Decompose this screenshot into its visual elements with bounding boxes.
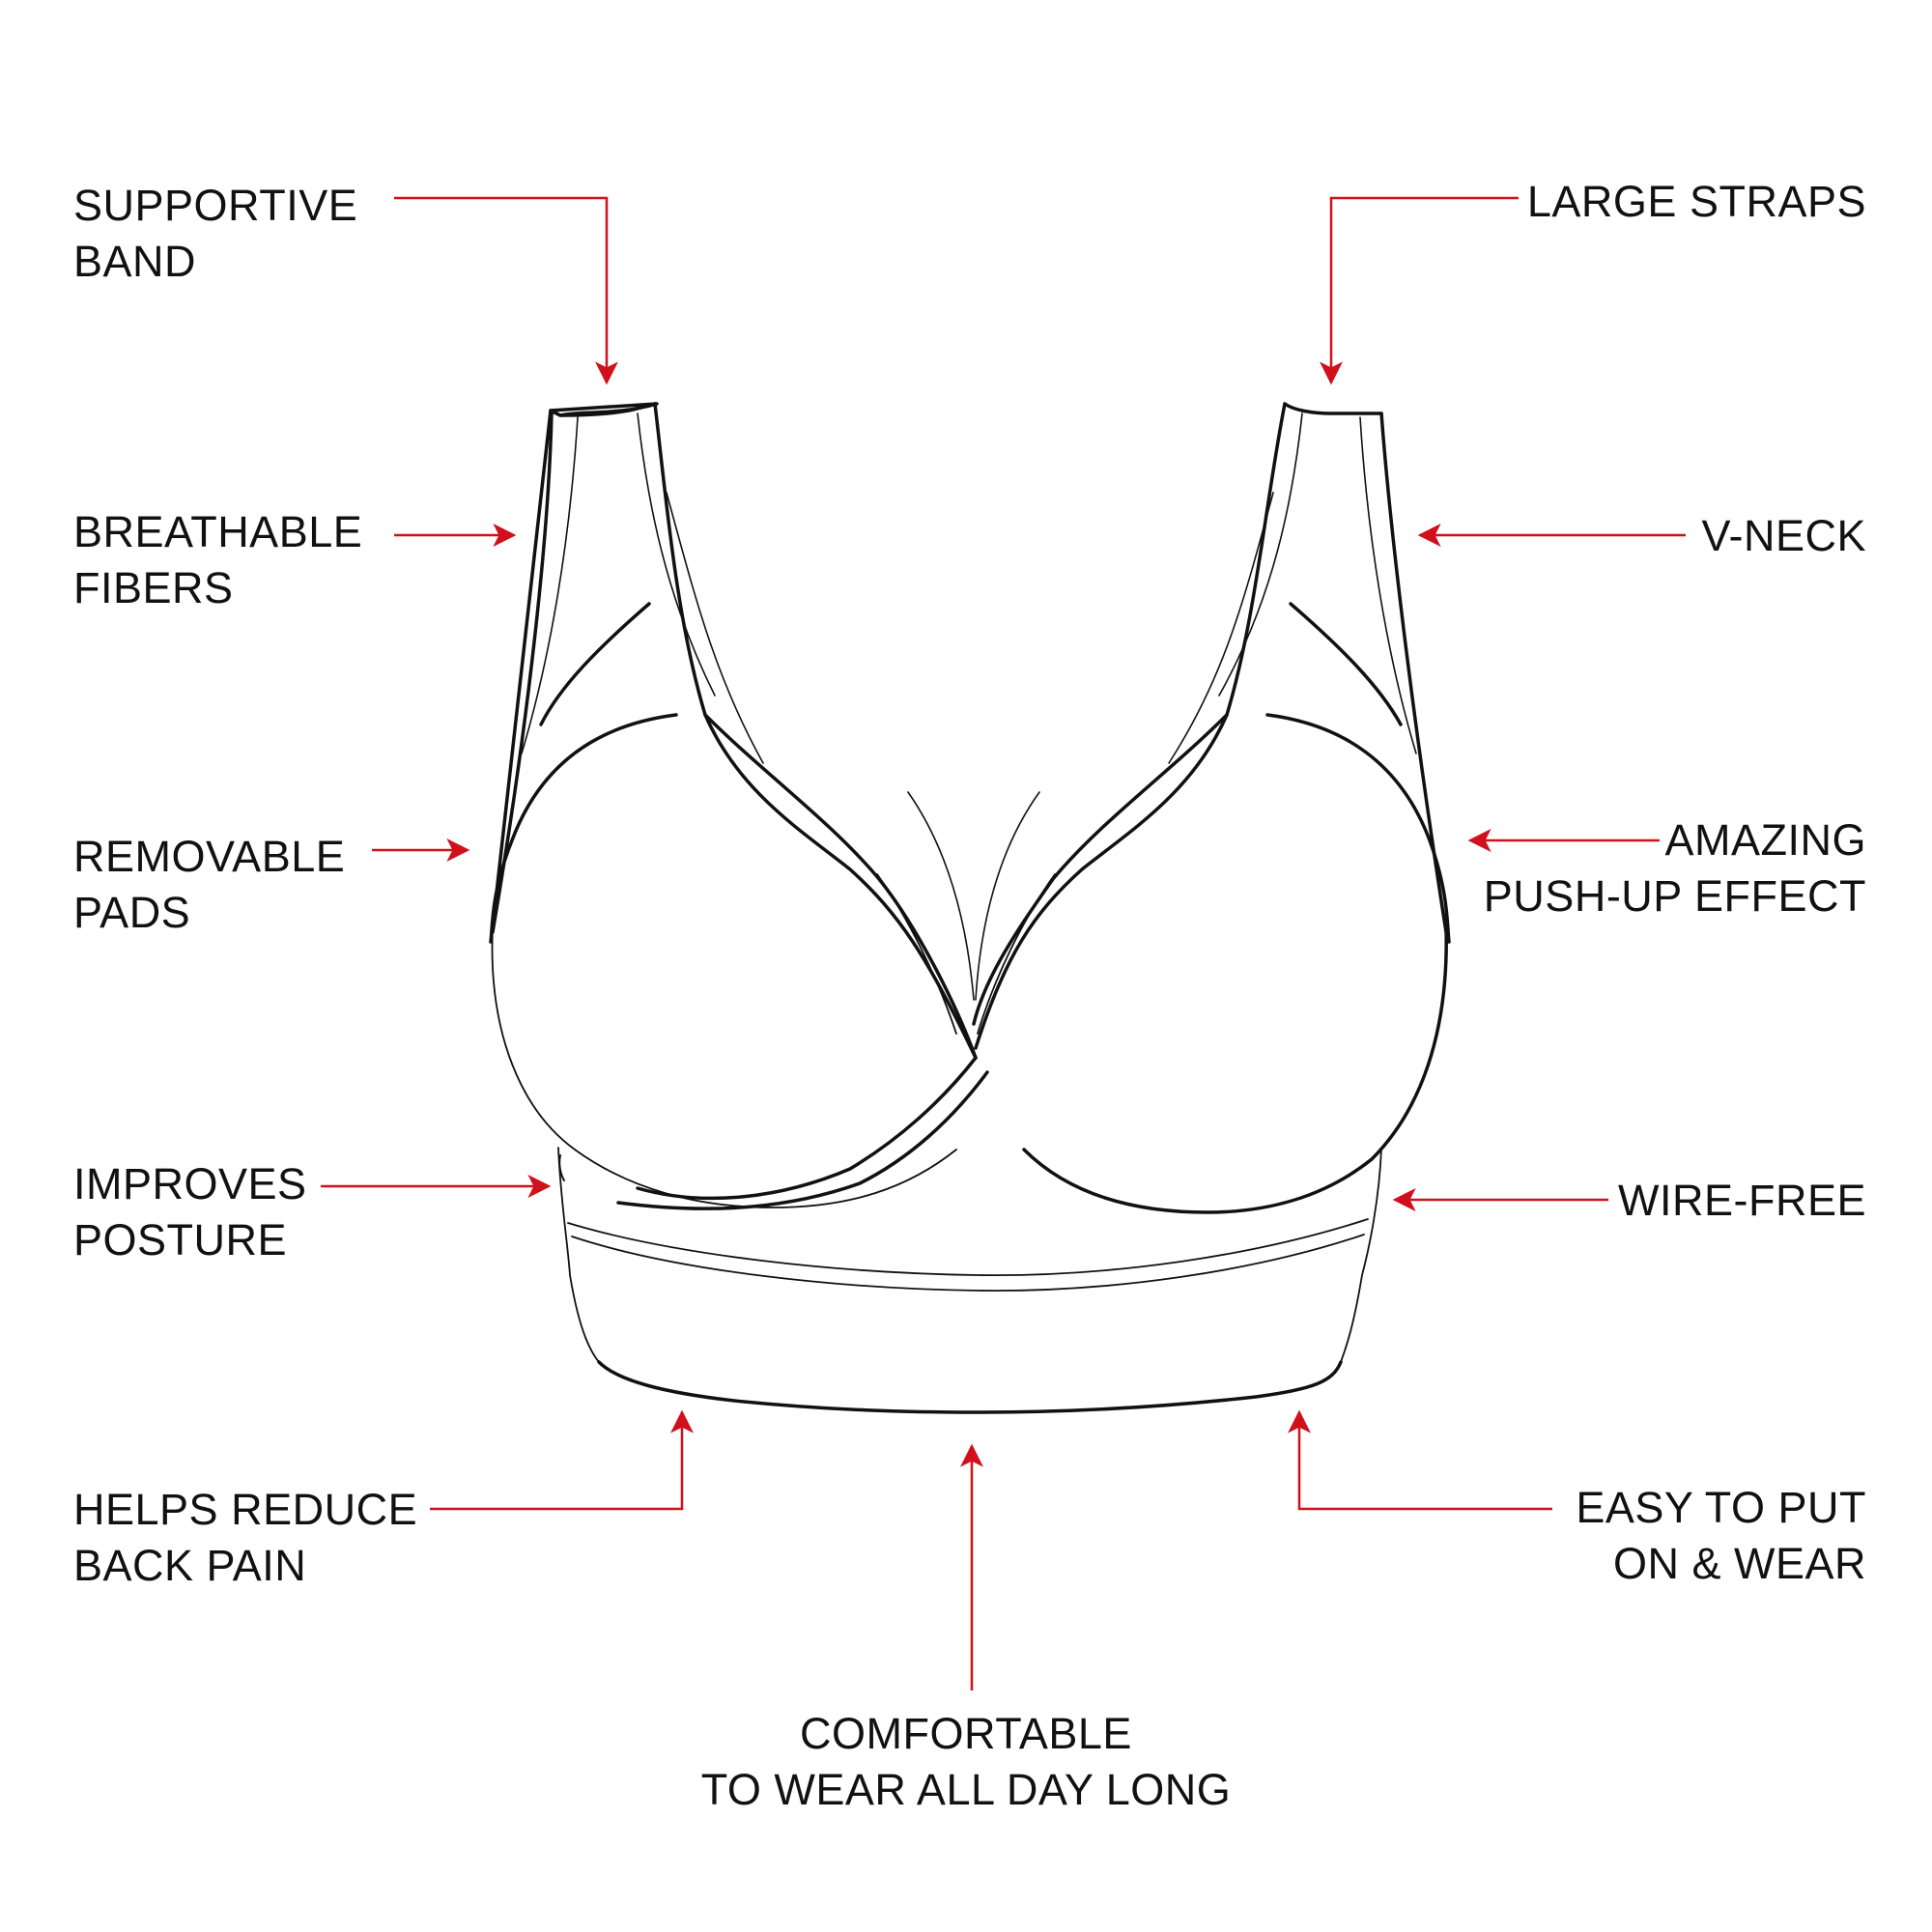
label-large-straps-line1: LARGE STRAPS: [1526, 177, 1866, 226]
arrow-helps-reduce-back-pain: [430, 1409, 694, 1511]
label-helps-reduce-back-pain: HELPS REDUCE BACK PAIN: [73, 1482, 417, 1594]
label-push-up-effect: AMAZING PUSH-UP EFFECT: [1484, 812, 1866, 924]
left-neckline-inner: [876, 873, 957, 1035]
label-easy-to-put-on-line1: EASY TO PUT: [1576, 1483, 1866, 1532]
arrow-easy-to-put-on: [1288, 1409, 1552, 1511]
right-strap-stitch-1: [1218, 412, 1303, 696]
arrow-large-straps: [1320, 196, 1519, 385]
label-improves-posture-line2: POSTURE: [73, 1215, 288, 1264]
right-cup-bottom: [1022, 925, 1448, 1214]
label-breathable-fibers-line2: FIBERS: [73, 563, 234, 612]
label-comfortable: COMFORTABLE TO WEAR ALL DAY LONG: [0, 1706, 1932, 1818]
right-strap-inner-edge: [974, 402, 1287, 1050]
right-cup-side-arc: [1289, 602, 1403, 726]
label-breathable-fibers: BREATHABLE FIBERS: [73, 504, 362, 616]
label-removable-pads-line2: PADS: [73, 888, 191, 937]
right-cup-top: [1265, 713, 1451, 944]
bra-illustration: [489, 402, 1451, 1414]
label-easy-to-put-on: EASY TO PUT ON & WEAR: [1576, 1480, 1866, 1592]
right-strap-side: [1379, 412, 1448, 934]
underband-top-seam-2: [571, 1234, 1365, 1293]
left-cup-top: [489, 713, 678, 944]
label-v-neck-line1: V-NECK: [1701, 511, 1866, 560]
left-strap-stitch-1: [637, 412, 716, 696]
label-supportive-band-line1: SUPPORTIVE: [73, 181, 358, 230]
label-helps-reduce-back-pain-line2: BACK PAIN: [73, 1541, 307, 1590]
label-comfortable-line2: TO WEAR ALL DAY LONG: [700, 1765, 1232, 1814]
label-push-up-effect-line2: PUSH-UP EFFECT: [1483, 871, 1866, 921]
label-improves-posture-line1: IMPROVES: [73, 1159, 307, 1208]
label-removable-pads: REMOVABLE PADS: [73, 829, 345, 941]
underband-bottom: [597, 1360, 1343, 1414]
center-gore-right: [975, 791, 1040, 1001]
right-strap-top: [1283, 402, 1383, 415]
label-helps-reduce-back-pain-line1: HELPS REDUCE: [73, 1485, 418, 1534]
left-strap-stitch-3: [666, 492, 764, 764]
label-improves-posture: IMPROVES POSTURE: [73, 1156, 307, 1268]
center-gore-left: [907, 791, 975, 1001]
left-strap-stitch-2: [521, 416, 579, 754]
left-overlap-lower-edge: [616, 1070, 989, 1210]
underband-bottom-tuck: [558, 1154, 565, 1181]
underband-side-right: [1340, 1147, 1382, 1363]
label-breathable-fibers-line1: BREATHABLE: [73, 507, 363, 556]
left-strap-outer-edge: [549, 402, 657, 417]
label-wire-free: WIRE-FREE: [1618, 1173, 1866, 1229]
underband-side-left: [557, 1147, 600, 1363]
left-strap-outline: [491, 402, 659, 929]
right-strap-stitch-3: [1168, 492, 1274, 764]
label-large-straps: LARGE STRAPS: [1527, 174, 1866, 230]
left-neckline-band: [703, 713, 978, 1060]
label-supportive-band: SUPPORTIVE BAND: [73, 178, 357, 290]
label-easy-to-put-on-line2: ON & WEAR: [1612, 1539, 1866, 1588]
left-strap-side: [491, 412, 554, 934]
label-wire-free-line1: WIRE-FREE: [1618, 1176, 1866, 1225]
left-cup-bottom: [491, 926, 957, 1208]
right-strap-stitch-2: [1359, 416, 1417, 754]
left-cup-side-arc: [539, 602, 651, 726]
label-v-neck: V-NECK: [1701, 508, 1866, 564]
label-comfortable-line1: COMFORTABLE: [800, 1709, 1132, 1758]
right-neckline-band: [972, 713, 1229, 1026]
left-strap-inner-edge: [653, 402, 978, 1060]
left-overlap-lower: [636, 1056, 978, 1201]
label-push-up-effect-line1: AMAZING: [1664, 815, 1866, 865]
label-supportive-band-line2: BAND: [73, 237, 197, 286]
annotation-arrows: [321, 196, 1686, 1690]
right-neckline-inner: [977, 873, 1056, 1035]
arrow-supportive-band: [394, 196, 618, 385]
underband-top-seam-1: [567, 1218, 1369, 1277]
label-removable-pads-line1: REMOVABLE: [73, 832, 346, 881]
